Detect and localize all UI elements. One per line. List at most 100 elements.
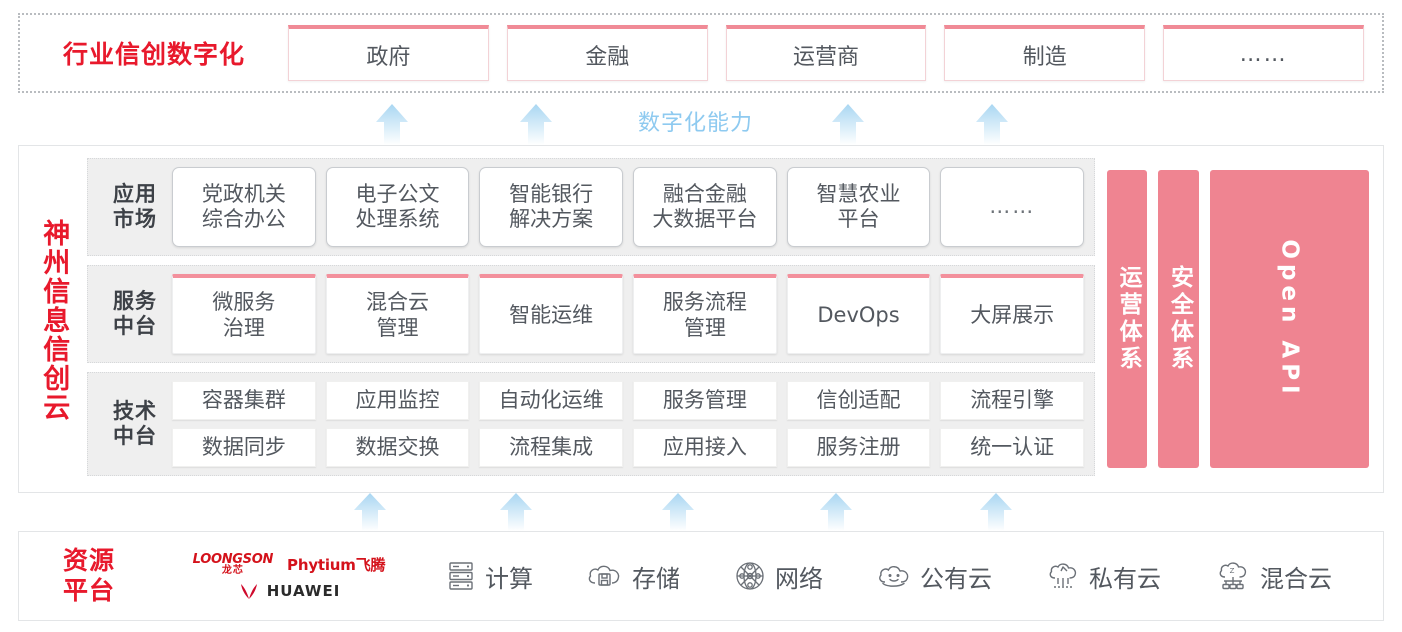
service-card-process-management[interactable]: 服务流程 管理 bbox=[633, 274, 777, 354]
loongson-logo: LOONGSON 龙芯 bbox=[192, 551, 274, 576]
tech-card-automated-ops[interactable]: 自动化运维 bbox=[479, 381, 624, 420]
tech-card-service-registry[interactable]: 服务注册 bbox=[786, 428, 931, 467]
tech-card-application-monitoring[interactable]: 应用监控 bbox=[325, 381, 470, 420]
industry-card-manufacturing[interactable]: 制造 bbox=[944, 25, 1146, 81]
phytium-logo: Phytium飞腾 bbox=[287, 555, 386, 574]
loongson-logo-cn: 龙芯 bbox=[221, 564, 244, 576]
industry-card-government[interactable]: 政府 bbox=[288, 25, 489, 81]
vendor-logo-list: LOONGSON 龙芯 Phytium飞腾 HUAWEI bbox=[159, 553, 419, 600]
loongson-logo-en: LOONGSON bbox=[192, 551, 274, 567]
up-arrow-icon bbox=[832, 104, 864, 145]
resource-item-private-cloud[interactable]: 私有云 bbox=[1046, 559, 1161, 594]
service-card-hybrid-cloud-management[interactable]: 混合云 管理 bbox=[325, 274, 470, 354]
industry-band: 行业信创数字化 政府 金融 运营商 制造 …… bbox=[18, 13, 1384, 93]
resource-item-label: 存储 bbox=[632, 564, 680, 593]
tech-card-data-exchange[interactable]: 数据交换 bbox=[325, 428, 470, 467]
tech-card-xinchuang-adaptation[interactable]: 信创适配 bbox=[786, 381, 931, 420]
card-label: 服务管理 bbox=[662, 387, 747, 412]
industry-card-more[interactable]: …… bbox=[1163, 25, 1364, 81]
app-card-finance-bigdata[interactable]: 融合金融 大数据平台 bbox=[633, 167, 777, 247]
app-card-smart-agriculture[interactable]: 智慧农业 平台 bbox=[786, 167, 931, 247]
industry-card-list: 政府 金融 运营商 制造 …… bbox=[288, 15, 1382, 91]
cloud-platform-box: 神州信息信创云 应用 市场 党政机关 综合办公 bbox=[18, 145, 1384, 493]
resource-title-line1: 资源 bbox=[62, 545, 115, 575]
resource-item-compute[interactable]: 计算 bbox=[446, 559, 533, 594]
tech-card-data-sync[interactable]: 数据同步 bbox=[172, 428, 316, 467]
app-card-edoc-system[interactable]: 电子公文 处理系统 bbox=[325, 167, 470, 247]
service-card-intelligent-ops[interactable]: 智能运维 bbox=[479, 274, 624, 354]
card-line2: 治理 bbox=[222, 315, 265, 340]
tier-label-technology-platform: 技术 中台 bbox=[98, 399, 172, 449]
resource-item-storage[interactable]: 存储 bbox=[587, 559, 680, 594]
card-line1: 大屏展示 bbox=[970, 302, 1055, 327]
card-line1: …… bbox=[989, 194, 1036, 219]
up-arrow-icon bbox=[820, 493, 852, 531]
up-arrow-icon bbox=[976, 104, 1008, 145]
private-cloud-icon bbox=[1049, 563, 1077, 588]
card-line1: 服务流程 bbox=[662, 290, 747, 315]
pillar-open-api[interactable]: Open API bbox=[1209, 170, 1369, 468]
resource-item-list: 计算 存储 网络 bbox=[419, 559, 1383, 594]
tier-label-application-market: 应用 市场 bbox=[98, 182, 172, 232]
resource-item-label: 私有云 bbox=[1089, 564, 1161, 593]
service-card-devops[interactable]: DevOps bbox=[786, 274, 931, 354]
card-line1: 智慧农业 bbox=[816, 181, 901, 206]
card-line2: 大数据平台 bbox=[652, 207, 758, 231]
tech-card-process-integration[interactable]: 流程集成 bbox=[479, 428, 624, 467]
service-card-microservice-governance[interactable]: 微服务 治理 bbox=[172, 274, 316, 354]
tech-card-unified-auth[interactable]: 统一认证 bbox=[940, 428, 1085, 467]
industry-card-label: 制造 bbox=[1022, 44, 1067, 70]
resource-item-public-cloud[interactable]: 公有云 bbox=[877, 559, 992, 594]
tech-card-service-management[interactable]: 服务管理 bbox=[633, 381, 777, 420]
industry-card-finance[interactable]: 金融 bbox=[506, 25, 708, 81]
tech-card-application-access[interactable]: 应用接入 bbox=[633, 428, 777, 467]
resource-item-network[interactable]: 网络 bbox=[734, 559, 823, 594]
card-label: 自动化运维 bbox=[498, 387, 604, 412]
resource-item-label: 网络 bbox=[775, 564, 823, 593]
up-arrow-icon bbox=[520, 104, 552, 145]
tier-label-line1: 应用 bbox=[113, 182, 157, 207]
technology-card-row-2: 数据同步 数据交换 流程集成 应用接入 服务注册 bbox=[172, 428, 1085, 467]
card-line1: 混合云 bbox=[366, 290, 429, 315]
vendor-logo-row-1: LOONGSON 龙芯 Phytium飞腾 bbox=[193, 553, 386, 576]
tier-service-platform: 服务 中台 微服务 治理 混合云 管理 bbox=[87, 265, 1095, 363]
card-line1: 融合金融 bbox=[662, 181, 747, 206]
pillar-label: 运营体系 bbox=[1115, 265, 1142, 373]
huawei-logo-text: HUAWEI bbox=[266, 581, 341, 600]
capability-arrow-band: 数字化能力 bbox=[18, 97, 1384, 145]
resource-item-label: 公有云 bbox=[920, 564, 992, 593]
hybrid-cloud-icon: Z bbox=[1219, 562, 1247, 590]
app-card-government-office[interactable]: 党政机关 综合办公 bbox=[172, 167, 316, 247]
card-line1: 智能运维 bbox=[509, 302, 594, 327]
network-mesh-icon bbox=[736, 562, 764, 590]
tech-card-process-engine[interactable]: 流程引擎 bbox=[940, 381, 1085, 420]
card-label: 数据同步 bbox=[201, 434, 286, 459]
up-arrow-icon bbox=[662, 493, 694, 531]
card-label: 应用监控 bbox=[355, 387, 440, 412]
card-line2: 管理 bbox=[376, 315, 419, 340]
resource-platform-title: 资源 平台 bbox=[19, 546, 159, 607]
tech-card-container-cluster[interactable]: 容器集群 bbox=[172, 381, 316, 420]
app-card-more[interactable]: …… bbox=[940, 167, 1085, 247]
pillar-operations-system[interactable]: 运营体系 bbox=[1107, 170, 1148, 468]
industry-card-label: 金融 bbox=[585, 44, 630, 70]
card-label: 服务注册 bbox=[816, 434, 901, 459]
card-line1: 党政机关 bbox=[201, 181, 286, 206]
resource-arrow-band bbox=[18, 493, 1384, 531]
industry-card-telecom[interactable]: 运营商 bbox=[725, 25, 927, 81]
industry-card-label: 运营商 bbox=[792, 44, 859, 70]
tier-application-market: 应用 市场 党政机关 综合办公 电子公文 处理系统 bbox=[87, 158, 1095, 256]
app-card-smart-banking[interactable]: 智能银行 解决方案 bbox=[479, 167, 624, 247]
service-card-dashboard-display[interactable]: 大屏展示 bbox=[940, 274, 1085, 354]
card-line1: DevOps bbox=[817, 302, 900, 327]
card-line2: 管理 bbox=[683, 315, 726, 340]
card-label: 流程引擎 bbox=[970, 387, 1055, 412]
pillar-security-system[interactable]: 安全体系 bbox=[1158, 170, 1199, 468]
card-label: 容器集群 bbox=[201, 387, 286, 412]
pillar-list: 运营体系 安全体系 Open API bbox=[1107, 158, 1369, 480]
card-label: 应用接入 bbox=[662, 434, 747, 459]
card-label: 数据交换 bbox=[355, 434, 440, 459]
capability-label: 数字化能力 bbox=[638, 111, 754, 136]
service-card-list: 微服务 治理 混合云 管理 智能运维 bbox=[172, 274, 1085, 354]
resource-item-hybrid-cloud[interactable]: Z 混合云 bbox=[1215, 559, 1332, 594]
